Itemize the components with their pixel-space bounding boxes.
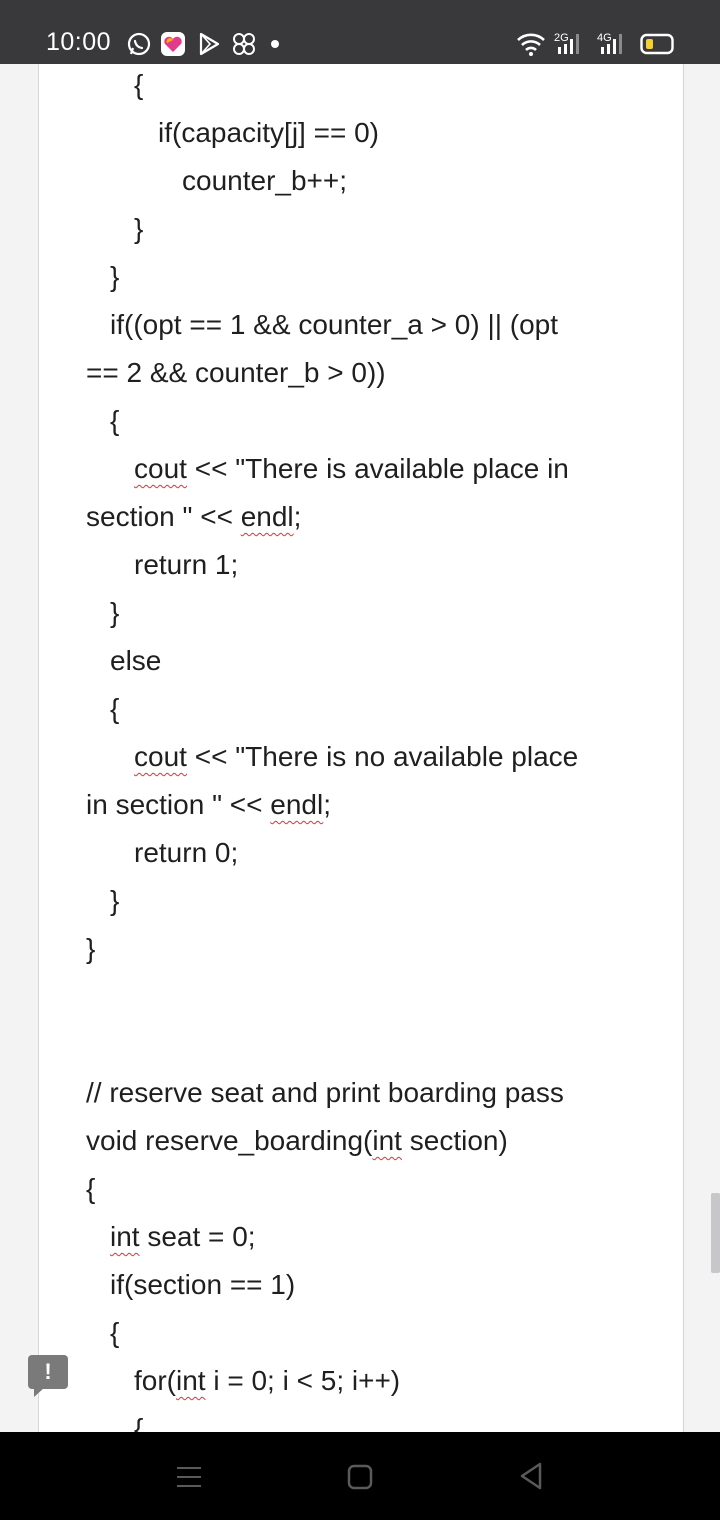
code-line: { <box>110 1316 119 1350</box>
code-text: if(capacity[j] == 0) <box>158 117 379 148</box>
home-icon[interactable] <box>347 1460 373 1492</box>
navigation-bar <box>0 1432 720 1520</box>
network-4g-label: 4G <box>597 32 612 44</box>
status-time: 10:00 <box>46 28 112 56</box>
code-line: { <box>134 68 143 102</box>
recent-apps-icon[interactable] <box>176 1460 202 1492</box>
code-line: { <box>86 1172 95 1206</box>
code-text: section) <box>401 1125 508 1156</box>
code-text: ; <box>323 789 331 820</box>
code-text: } <box>110 261 120 292</box>
code-text: << "There is available place in <box>186 453 569 484</box>
code-text: } <box>86 933 96 964</box>
code-text: } <box>110 885 120 916</box>
code-text: seat = 0; <box>139 1221 256 1252</box>
battery-icon <box>640 33 674 55</box>
signal-2g-icon: 2G <box>554 32 590 56</box>
code-line: } <box>110 260 119 294</box>
code-text: i = 0; i < 5; i++) <box>205 1365 401 1396</box>
code-text: // reserve seat and print boarding pass <box>86 1077 564 1108</box>
code-line: return 1; <box>134 548 238 582</box>
code-line: cout << "There is available place in <box>134 452 569 486</box>
status-bar: 10:00 2G 4G <box>0 0 720 64</box>
code-line: cout << "There is no available place <box>134 740 578 774</box>
code-line: { <box>134 1412 143 1432</box>
spellcheck-flagged-word: endl <box>240 501 294 532</box>
code-line: return 0; <box>134 836 238 870</box>
code-line: void reserve_boarding(int section) <box>86 1124 508 1158</box>
code-text: return 1; <box>134 549 239 580</box>
code-text: void reserve_boarding( <box>86 1125 373 1156</box>
heart-app-icon <box>161 32 185 56</box>
code-text: { <box>86 1173 96 1204</box>
code-line: } <box>86 932 95 966</box>
code-text: ; <box>293 501 302 532</box>
code-line: { <box>110 404 119 438</box>
code-line: for(int i = 0; i < 5; i++) <box>134 1364 400 1398</box>
alert-icon[interactable]: ! <box>28 1355 68 1397</box>
code-text: for( <box>134 1365 176 1396</box>
code-text: if((opt == 1 && counter_a > 0) || (opt <box>110 309 559 340</box>
code-line: } <box>110 884 119 918</box>
spellcheck-flagged-word: int <box>372 1125 402 1156</box>
code-text: << "There is no available place <box>186 741 579 772</box>
notification-dot-icon <box>271 40 279 48</box>
code-line: } <box>110 596 119 630</box>
code-text: else <box>110 645 162 676</box>
spellcheck-flagged-word: cout <box>134 453 187 484</box>
code-text: { <box>110 1317 120 1348</box>
code-text: if(section == 1) <box>110 1269 296 1300</box>
code-line: if(capacity[j] == 0) <box>158 116 379 150</box>
code-line: } <box>134 212 143 246</box>
spellcheck-flagged-word: endl <box>270 789 324 820</box>
whatsapp-icon <box>127 32 151 56</box>
spellcheck-flagged-word: int <box>110 1221 140 1252</box>
spellcheck-flagged-word: cout <box>134 741 187 772</box>
code-text: in section " << <box>86 789 271 820</box>
code-text: section " << <box>86 501 241 532</box>
pinwheel-icon <box>233 33 255 55</box>
code-text: return 0; <box>134 837 239 868</box>
signal-4g-icon: 4G <box>597 32 633 56</box>
network-2g-label: 2G <box>554 32 569 44</box>
spellcheck-flagged-word: int <box>176 1365 206 1396</box>
code-line: in section " << endl; <box>86 788 331 822</box>
code-line: else <box>110 644 161 678</box>
code-line: == 2 && counter_b > 0)) <box>86 356 386 390</box>
code-text: } <box>134 213 144 244</box>
code-line: if((opt == 1 && counter_a > 0) || (opt <box>110 308 558 342</box>
code-text: == 2 && counter_b > 0)) <box>86 357 386 388</box>
play-store-icon <box>199 32 220 56</box>
code-text: } <box>110 597 120 628</box>
wifi-icon <box>517 33 545 56</box>
document-viewport[interactable]: { if(capacity[j] == 0) counter_b++;}} if((o… <box>0 64 720 1432</box>
code-text: { <box>110 405 120 436</box>
code-line: if(section == 1) <box>110 1268 295 1302</box>
code-line: section " << endl; <box>86 500 301 534</box>
code-text: counter_b++; <box>182 165 348 196</box>
back-icon[interactable] <box>518 1460 544 1492</box>
scrollbar-thumb[interactable] <box>711 1193 720 1273</box>
document-page: { if(capacity[j] == 0) counter_b++;}} if((o… <box>38 64 684 1432</box>
code-line: counter_b++; <box>182 164 347 198</box>
code-line: { <box>110 692 119 726</box>
code-text: { <box>134 69 144 100</box>
code-text: { <box>134 1413 144 1432</box>
code-text: { <box>110 693 120 724</box>
code-line: // reserve seat and print boarding pass <box>86 1076 564 1110</box>
code-line: int seat = 0; <box>110 1220 256 1254</box>
